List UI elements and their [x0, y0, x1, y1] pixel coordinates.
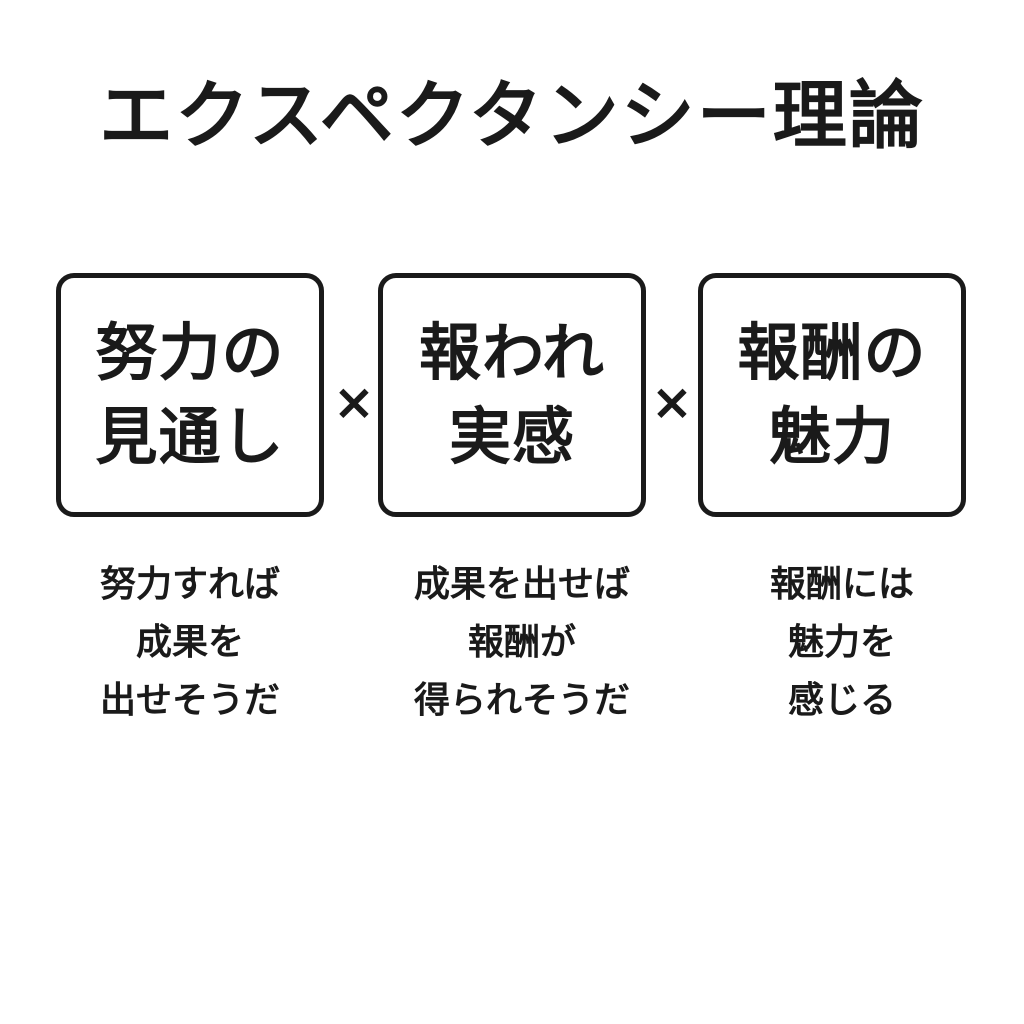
- description-line: 成果を: [135, 622, 244, 663]
- description-line: 魅力を: [787, 622, 896, 663]
- factor-box-line: 報われ: [419, 316, 605, 389]
- description-line: 報酬には: [769, 564, 914, 605]
- factor-description-instrumentality: 成果を出せば 報酬が 得られそうだ: [362, 556, 682, 730]
- multiply-operator: ×: [333, 373, 375, 431]
- factor-box-line: 魅力: [768, 400, 895, 473]
- multiply-operator: ×: [651, 373, 693, 431]
- factor-box-line: 実感: [448, 400, 575, 473]
- factor-box-line: 見通し: [95, 400, 285, 473]
- description-line: 努力すれば: [99, 564, 280, 605]
- factor-box-line: 報酬の: [737, 316, 927, 389]
- description-line: 感じる: [787, 680, 896, 721]
- factor-description-effort-expectancy: 努力すれば 成果を 出せそうだ: [30, 556, 350, 730]
- description-line: 得られそうだ: [413, 680, 630, 721]
- diagram-title: エクスペクタンシー理論: [99, 73, 925, 159]
- description-line: 成果を出せば: [413, 564, 630, 605]
- factor-box-line: 努力の: [95, 316, 285, 389]
- description-line: 出せそうだ: [99, 680, 280, 721]
- factor-description-valence: 報酬には 魅力を 感じる: [682, 556, 1002, 730]
- factor-box-valence: 報酬の 魅力: [698, 273, 966, 517]
- factor-box-instrumentality: 報われ 実感: [378, 273, 646, 517]
- description-line: 報酬が: [467, 622, 576, 663]
- factor-box-effort-expectancy: 努力の 見通し: [56, 273, 324, 517]
